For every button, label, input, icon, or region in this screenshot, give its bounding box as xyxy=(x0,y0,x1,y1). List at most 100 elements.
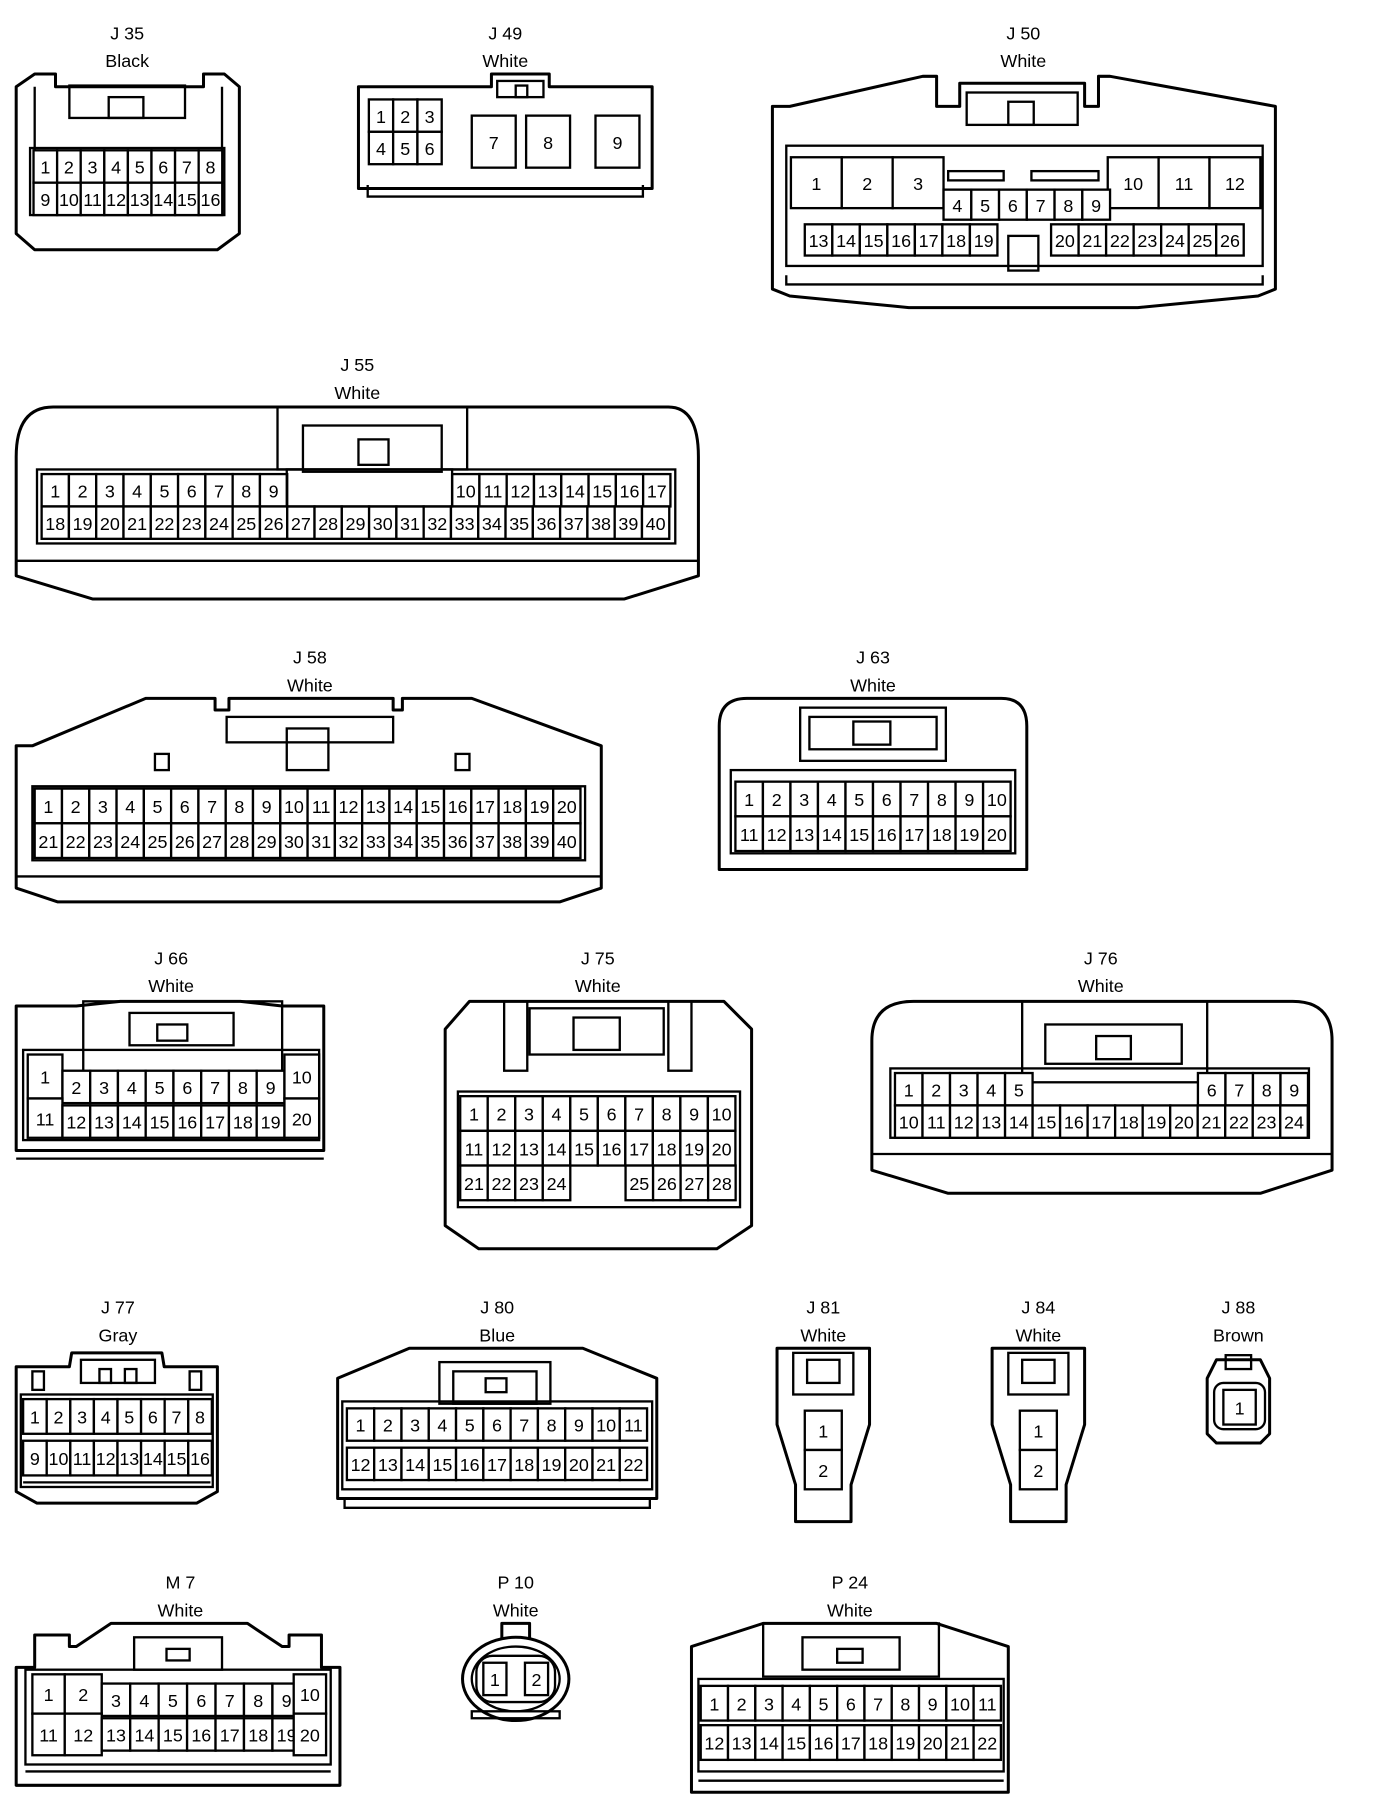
pin-number: 9 xyxy=(262,797,272,817)
connector-color-label: White xyxy=(287,675,333,695)
pin-number: 11 xyxy=(740,825,759,845)
pin-number: 9 xyxy=(689,1105,699,1125)
pin-number: 8 xyxy=(1262,1080,1272,1100)
pin-cell xyxy=(1208,156,1262,210)
pin-number: 16 xyxy=(191,1726,211,1746)
pin-cell xyxy=(26,1097,64,1139)
pin-cell xyxy=(204,472,234,508)
pin-number: 12 xyxy=(73,1726,93,1746)
pin-cell xyxy=(890,1684,921,1722)
pin-cell xyxy=(176,505,207,540)
housing-detail xyxy=(514,84,529,99)
pin-cell xyxy=(1058,1104,1089,1139)
pin-number: 12 xyxy=(510,481,530,501)
pin-cell xyxy=(1018,1448,1059,1491)
pin-cell xyxy=(40,505,71,540)
pin-cell xyxy=(1003,1071,1034,1107)
pin-cell xyxy=(470,114,517,169)
pin-cell xyxy=(95,472,125,508)
pin-number: 13 xyxy=(119,1449,139,1469)
housing-detail xyxy=(799,706,948,762)
pin-number: 19 xyxy=(73,514,93,534)
pin-number: 12 xyxy=(704,1734,724,1754)
pin-number: 26 xyxy=(1220,231,1240,251)
pin-number: 1 xyxy=(376,107,386,127)
pin-cell xyxy=(699,1684,730,1722)
pin-cell xyxy=(541,1164,572,1202)
pin-cell xyxy=(651,1095,682,1133)
connector-id-label: J 49 xyxy=(488,23,522,43)
pin-number: 9 xyxy=(30,1449,40,1469)
pin-number: 28 xyxy=(318,514,338,534)
pin-number: 10 xyxy=(49,1449,69,1469)
pin-number: 18 xyxy=(946,231,966,251)
pin-cell xyxy=(679,1164,710,1202)
pin-number: 19 xyxy=(530,797,550,817)
pin-number: 11 xyxy=(978,1694,997,1714)
pin-number: 2 xyxy=(64,158,74,178)
pin-cell xyxy=(761,815,792,853)
pin-number: 14 xyxy=(153,190,173,210)
pin-cell xyxy=(564,1446,594,1482)
pin-number: 3 xyxy=(959,1080,969,1100)
pin-number: 2 xyxy=(818,1461,828,1481)
pin-cell xyxy=(416,130,443,166)
pin-number: 40 xyxy=(557,832,577,852)
pin-number: 13 xyxy=(538,481,558,501)
housing-detail xyxy=(1007,1351,1070,1396)
pin-number: 13 xyxy=(94,1113,114,1133)
pin-cell xyxy=(306,822,337,860)
pin-number: 13 xyxy=(732,1734,752,1754)
housing-detail xyxy=(24,1668,332,1766)
pin-number: 23 xyxy=(1137,231,1157,251)
pin-number: 16 xyxy=(1064,1113,1084,1133)
pin-cell xyxy=(459,1129,489,1167)
pin-cell xyxy=(187,1397,213,1435)
connector-color-label: Brown xyxy=(1213,1325,1264,1345)
connector-color-label: White xyxy=(827,1600,873,1620)
pin-cell xyxy=(1081,188,1112,221)
pin-number: 1 xyxy=(709,1694,719,1714)
pin-cell xyxy=(333,787,364,825)
connector-id-label: J 50 xyxy=(1006,23,1040,43)
pin-number: 1 xyxy=(40,1068,50,1088)
pin-number: 38 xyxy=(502,832,522,852)
pin-cell xyxy=(1025,188,1056,221)
pin-cell xyxy=(1251,1071,1282,1107)
pin-number: 11 xyxy=(73,1449,92,1469)
pin-number: 4 xyxy=(111,158,121,178)
pin-number: 13 xyxy=(130,190,150,210)
pin-cell xyxy=(891,156,945,210)
pin-number: 11 xyxy=(624,1416,643,1436)
pin-cell xyxy=(60,787,91,825)
pin-number: 5 xyxy=(579,1105,589,1125)
pin-number: 1 xyxy=(356,1416,366,1436)
pin-cell xyxy=(185,1717,217,1752)
pin-number: 22 xyxy=(1110,231,1130,251)
pin-number: 18 xyxy=(248,1726,268,1746)
pin-number: 21 xyxy=(950,1734,970,1754)
housing-detail xyxy=(1007,100,1035,127)
pin-number: 14 xyxy=(1009,1113,1029,1133)
pin-number: 13 xyxy=(809,231,829,251)
pin-number: 15 xyxy=(150,1113,170,1133)
pin-number: 29 xyxy=(345,514,365,534)
pin-number: 13 xyxy=(794,825,814,845)
pin-number: 10 xyxy=(712,1105,732,1125)
pin-cell xyxy=(893,1104,924,1139)
pin-cell xyxy=(596,1095,627,1133)
housing-detail xyxy=(454,752,471,772)
pin-cell xyxy=(917,1684,948,1722)
housing-detail xyxy=(123,1367,138,1385)
housing-detail xyxy=(1030,169,1100,182)
pin-number: 22 xyxy=(1229,1113,1249,1133)
connector-id-label: J 63 xyxy=(856,648,890,668)
pin-number: 21 xyxy=(596,1455,616,1475)
housing-detail xyxy=(667,1000,693,1072)
pin-number: 11 xyxy=(83,190,102,210)
connector-color-label: White xyxy=(334,383,380,403)
pin-cell xyxy=(523,1661,550,1697)
pin-number: 15 xyxy=(163,1726,183,1746)
pin-cell xyxy=(482,1407,512,1442)
